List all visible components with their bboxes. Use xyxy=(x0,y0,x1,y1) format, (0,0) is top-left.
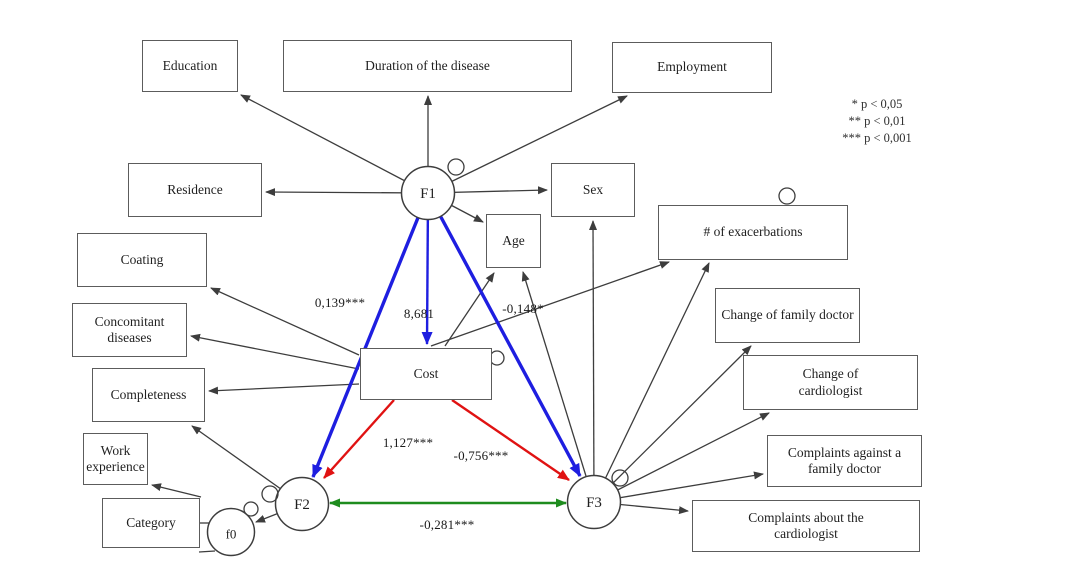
node-exacerbations: # of exacerbations xyxy=(658,205,848,260)
node-residence-label: Residence xyxy=(167,181,223,197)
node-concomitant-diseases: Concomitant diseases xyxy=(72,303,187,357)
edge-f1-employment xyxy=(427,95,628,194)
node-age: Age xyxy=(486,214,541,268)
node-duration: Duration of the disease xyxy=(283,40,572,92)
node-change-cardiologist: Change of cardiologist xyxy=(743,355,918,410)
edge-f3-change-cardiologist xyxy=(593,412,770,503)
node-residence: Residence xyxy=(128,163,262,217)
edge-f2-work-experience xyxy=(151,483,202,498)
edge-cost-f2-red xyxy=(323,399,395,479)
node-sex-label: Sex xyxy=(582,181,604,197)
edge-f1-cost-blue xyxy=(421,195,433,345)
self-loop-cost xyxy=(489,350,505,366)
node-coating-label: Coating xyxy=(120,251,164,267)
node-change-family-doctor-label: Change of family doctor xyxy=(721,307,854,323)
node-completeness: Completeness xyxy=(92,368,205,422)
edge-f3-complaints-family-doctor xyxy=(593,471,764,503)
coefficient-cost-f3: -0,756*** xyxy=(453,448,509,463)
node-category: Category xyxy=(102,498,200,548)
coefficient-cost-f2: 1,127*** xyxy=(382,435,434,450)
edge-cost-completeness xyxy=(208,383,360,395)
edge-f1-f2-blue xyxy=(311,192,430,478)
factor-f0-label: f0 xyxy=(226,527,237,542)
coefficient-f1-f2: 0,139*** xyxy=(314,295,366,310)
edge-f3-exacerbations xyxy=(593,262,710,503)
legend-line-2: ** p < 0,01 xyxy=(848,114,906,128)
edge-f0-category-lower xyxy=(198,550,216,553)
factor-f1-label: F1 xyxy=(420,186,436,202)
node-completeness-label: Completeness xyxy=(110,386,187,402)
node-exacerbations-label: # of exacerbations xyxy=(703,224,803,240)
edge-f1-education xyxy=(240,94,429,194)
edge-f3-change-family-doctor xyxy=(593,345,752,503)
legend-line-3: *** p < 0,001 xyxy=(842,131,912,145)
edge-f1-f3-blue xyxy=(426,192,582,477)
self-loop-exacerbations xyxy=(778,187,796,205)
node-cost-label: Cost xyxy=(413,365,439,381)
significance-legend: * p < 0,05 ** p < 0,01 *** p < 0,001 xyxy=(812,96,942,147)
node-sex: Sex xyxy=(551,163,635,217)
factor-f1-circle xyxy=(400,165,456,221)
node-employment: Employment xyxy=(612,42,772,93)
edge-cost-age xyxy=(444,272,495,347)
self-loop-f2 xyxy=(261,485,279,503)
edge-cost-f3-red xyxy=(451,399,570,481)
node-age-label: Age xyxy=(502,232,525,248)
self-loop-f1 xyxy=(447,158,465,176)
node-education-label: Education xyxy=(162,57,218,73)
node-concomitant-diseases-label: Concomitant diseases xyxy=(94,313,165,345)
node-complaints-cardiologist: Complaints about the cardiologist xyxy=(692,500,920,552)
factor-f3-label: F3 xyxy=(586,495,602,511)
factor-f2-label: F2 xyxy=(294,497,310,513)
factor-f2-circle xyxy=(274,476,330,532)
node-complaints-cardiologist-label: Complaints about the cardiologist xyxy=(748,509,864,541)
factor-f0-circle xyxy=(206,507,256,557)
node-education: Education xyxy=(142,40,238,92)
node-duration-label: Duration of the disease xyxy=(365,57,490,73)
coefficient-f2-f3: -0,281*** xyxy=(419,517,475,532)
node-change-cardiologist-label: Change of cardiologist xyxy=(798,366,863,398)
node-work-experience: Work experience xyxy=(83,433,148,485)
edge-f3-sex xyxy=(589,220,598,503)
edge-cost-coating xyxy=(210,287,360,356)
node-complaints-family-doctor-label: Complaints against a family doctor xyxy=(787,444,902,476)
edge-cost-exacerbations xyxy=(430,261,670,347)
node-category-label: Category xyxy=(126,514,176,530)
edge-f3-age xyxy=(521,271,595,503)
factor-f3-circle xyxy=(566,474,622,530)
coefficient-f1-f3: -0,148* xyxy=(502,301,544,316)
node-employment-label: Employment xyxy=(657,59,727,75)
self-loop-f0 xyxy=(243,501,259,517)
node-coating: Coating xyxy=(77,233,207,287)
edge-cost-concomitant xyxy=(190,333,360,370)
node-complaints-family-doctor: Complaints against a family doctor xyxy=(767,435,922,487)
node-work-experience-label: Work experience xyxy=(86,442,145,474)
node-change-family-doctor: Change of family doctor xyxy=(715,288,860,343)
legend-line-1: * p < 0,05 xyxy=(851,97,903,111)
self-loop-f3 xyxy=(611,469,629,487)
node-cost: Cost xyxy=(360,348,492,400)
coefficient-f1-cost: 8,681 xyxy=(403,306,435,321)
